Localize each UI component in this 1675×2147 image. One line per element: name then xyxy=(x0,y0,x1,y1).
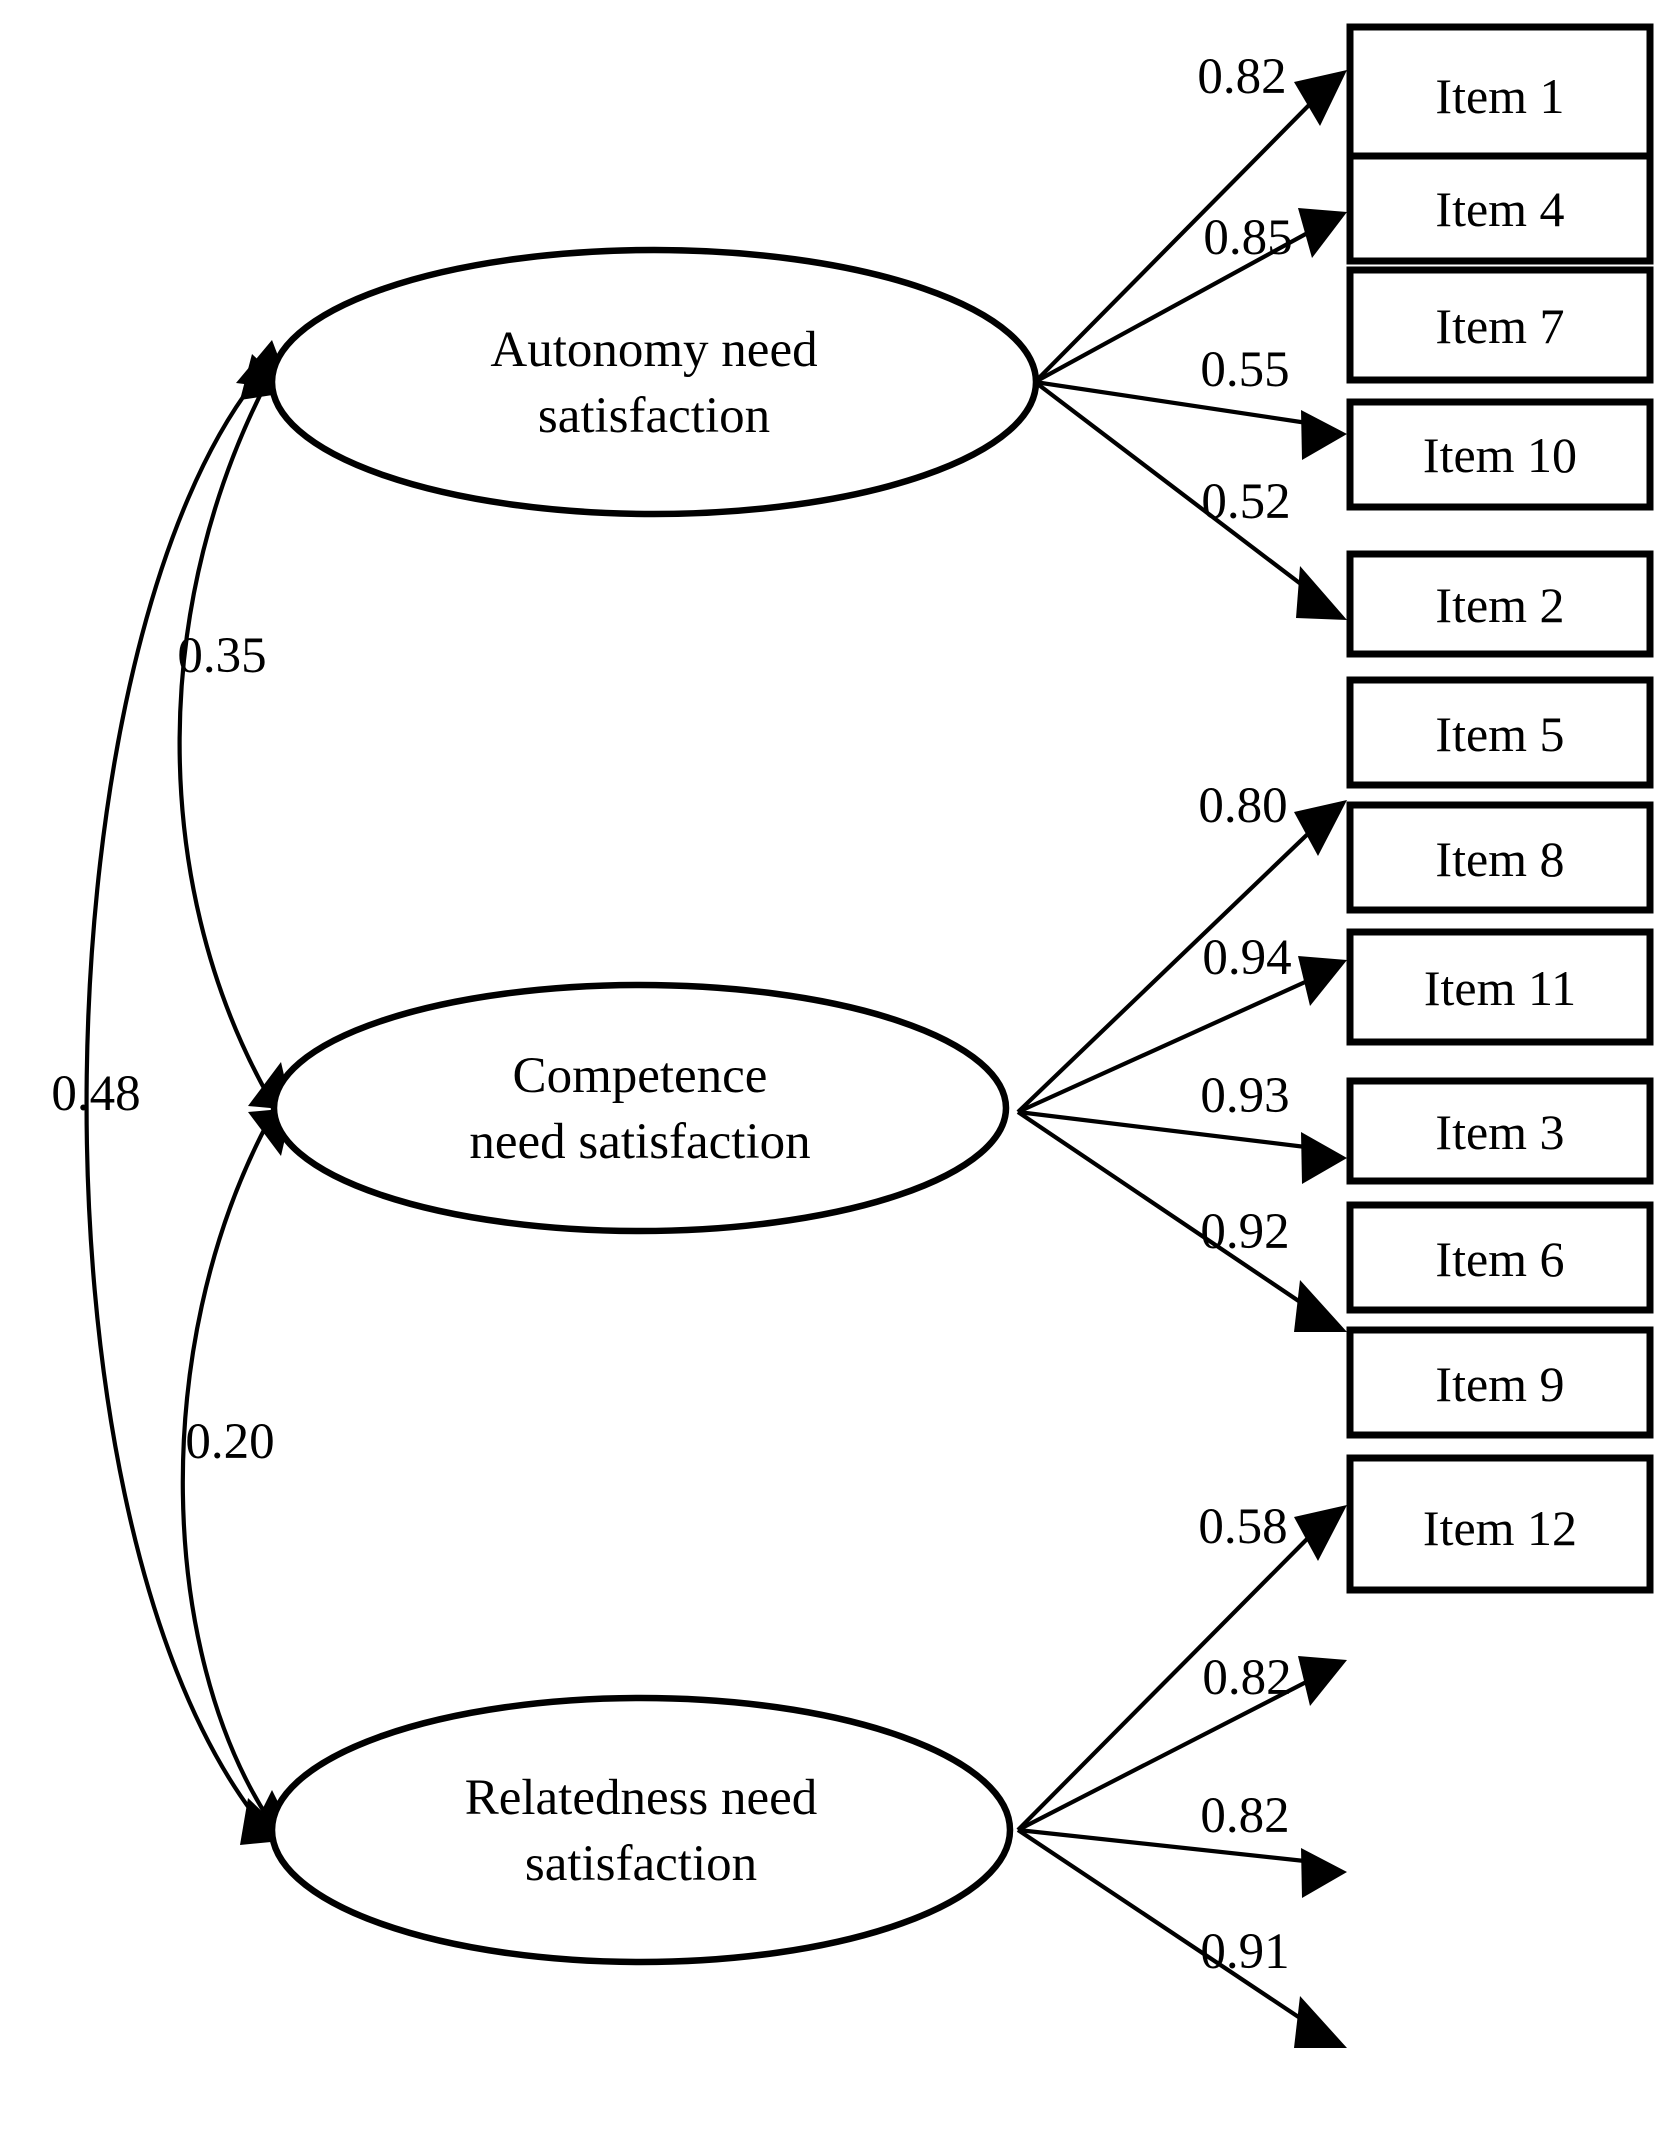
factor-label-relatedness-line2: satisfaction xyxy=(525,1836,757,1892)
correlation-arc-competence-relatedness xyxy=(180,1127,270,1820)
factor-label-autonomy-line1: Autonomy need xyxy=(490,322,817,378)
loading-path-item1 xyxy=(1033,98,1316,384)
indicator-box-item8[interactable] xyxy=(1346,801,1654,914)
correlation-arc-autonomy-competence xyxy=(177,371,274,1092)
loading-value-item11: 0.92 xyxy=(1200,1204,1289,1260)
correlation-value-autonomy-relatedness: 0.48 xyxy=(51,1066,140,1122)
correlation-value-autonomy-competence: 0.35 xyxy=(177,628,266,684)
indicator-box-item3[interactable] xyxy=(1346,1077,1654,1185)
loading-value-item7: 0.55 xyxy=(1200,342,1289,398)
arrowhead-item11 xyxy=(1294,1280,1347,1332)
indicator-label-item2: Item 2 xyxy=(1435,577,1564,633)
indicator-label-item8: Item 8 xyxy=(1435,831,1564,887)
indicator-label-item3: Item 3 xyxy=(1435,1104,1564,1160)
loading-path-item2 xyxy=(1016,826,1316,1114)
loading-value-item10: 0.52 xyxy=(1201,474,1290,530)
loading-value-item1: 0.82 xyxy=(1197,49,1286,105)
indicator-label-item12: Item 12 xyxy=(1423,1500,1577,1556)
arrowhead-item7 xyxy=(1301,410,1347,460)
arrowhead-item5 xyxy=(1298,956,1347,1006)
loading-path-item7 xyxy=(1034,379,1315,427)
loading-path-item6 xyxy=(1017,1676,1315,1832)
arrowhead-item10 xyxy=(1296,566,1347,620)
factor-label-competence-line2: need satisfaction xyxy=(469,1114,810,1170)
factor-ellipse-autonomy[interactable] xyxy=(268,246,1040,518)
loading-value-item9: 0.82 xyxy=(1200,1788,1289,1844)
loading-path-item4 xyxy=(1033,228,1315,384)
arrowhead-item3 xyxy=(1294,1505,1347,1561)
correlation-value-competence-relatedness: 0.20 xyxy=(185,1414,274,1470)
arrowhead-item12 xyxy=(1294,1996,1347,2048)
loading-value-item3: 0.58 xyxy=(1198,1499,1287,1555)
arrowhead-item4 xyxy=(1298,208,1347,258)
factor-label-autonomy-line2: satisfaction xyxy=(538,388,770,444)
factor-ellipse-relatedness[interactable] xyxy=(268,1694,1014,1966)
indicator-box-item9[interactable] xyxy=(1346,1326,1654,1439)
loading-value-item12: 0.91 xyxy=(1200,1924,1289,1980)
factor-ellipse-competence[interactable] xyxy=(270,981,1010,1235)
arrowhead-item9 xyxy=(1301,1848,1347,1898)
loading-value-item2: 0.80 xyxy=(1198,778,1287,834)
indicator-label-item1: Item 1 xyxy=(1435,68,1564,124)
loading-path-item5 xyxy=(1017,976,1315,1114)
loading-path-item11 xyxy=(1016,1110,1314,1312)
loading-path-item8 xyxy=(1017,1109,1315,1151)
correlation-arc-autonomy-relatedness xyxy=(84,370,264,1814)
loading-path-item10 xyxy=(1033,380,1316,596)
arrowhead-item1 xyxy=(1294,70,1347,126)
loading-value-item5: 0.94 xyxy=(1202,930,1291,986)
indicator-label-item6: Item 6 xyxy=(1435,1231,1564,1287)
loading-path-item12 xyxy=(1016,1828,1314,2028)
arrowhead-item2 xyxy=(1294,800,1347,856)
indicator-label-item10: Item 10 xyxy=(1423,427,1577,483)
indicator-label-item4: Item 4 xyxy=(1435,181,1564,237)
loading-value-item6: 0.82 xyxy=(1202,1650,1291,1706)
arrowhead-item8 xyxy=(1301,1132,1347,1184)
indicator-box-item11[interactable] xyxy=(1346,928,1654,1046)
loading-path-item3 xyxy=(1016,1530,1316,1832)
arrowhead-item6 xyxy=(1298,1656,1347,1706)
loading-value-item4: 0.85 xyxy=(1203,210,1292,266)
factor-label-relatedness-line1: Relatedness need xyxy=(465,1770,818,1826)
indicator-label-item7: Item 7 xyxy=(1435,298,1564,354)
indicator-box-item7[interactable] xyxy=(1346,266,1654,384)
loading-path-item9 xyxy=(1017,1827,1315,1865)
indicator-label-item11: Item 11 xyxy=(1424,960,1576,1016)
indicator-box-item4[interactable] xyxy=(1346,152,1654,265)
indicator-box-item5[interactable] xyxy=(1346,676,1654,789)
indicator-box-item2[interactable] xyxy=(1346,550,1654,658)
indicator-label-item9: Item 9 xyxy=(1435,1356,1564,1412)
indicator-label-item5: Item 5 xyxy=(1435,706,1564,762)
indicator-box-item10[interactable] xyxy=(1346,398,1654,511)
factor-label-competence-line1: Competence xyxy=(513,1048,768,1104)
indicator-box-item1[interactable] xyxy=(1346,23,1654,163)
indicator-box-item12[interactable] xyxy=(1346,1454,1654,1594)
indicator-box-item6[interactable] xyxy=(1346,1201,1654,1314)
loading-value-item8: 0.93 xyxy=(1200,1068,1289,1124)
